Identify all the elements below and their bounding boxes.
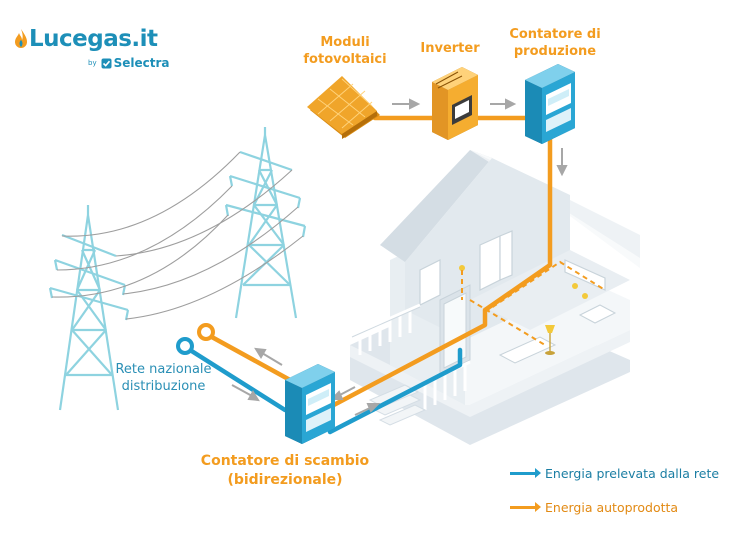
pylon-right-icon: [224, 127, 307, 319]
logo-brand-text: Lucegas.it: [29, 26, 158, 52]
label-inverter: Inverter: [420, 41, 480, 56]
label-modules: Moduli fotovoltaici: [303, 35, 387, 67]
logo-brand: Lucegas.it: [14, 26, 158, 52]
check-icon: [101, 58, 112, 68]
label-grid: Rete nazionale distribuzione: [115, 362, 212, 394]
logo-by-text: by: [88, 59, 97, 67]
pylon-left-icon: [48, 205, 130, 411]
legend-item-self-produced: Energia autoprodotta: [510, 500, 678, 515]
meter-icon: [525, 64, 575, 144]
arrow-icon: [231, 98, 568, 416]
legend-item-grid: Energia prelevata dalla rete: [510, 466, 719, 481]
logo-partner-text: Selectra: [113, 56, 170, 70]
inverter-icon: [432, 67, 478, 140]
legend-arrow-icon: [510, 502, 541, 512]
grid-connection-orange: [197, 323, 215, 341]
power-lines: [51, 151, 304, 320]
solar-panel-icon: [307, 76, 380, 139]
flame-icon: [15, 29, 27, 48]
logo: Lucegas.it by Selectra: [14, 26, 170, 70]
grid-connection-blue: [176, 337, 194, 355]
label-exchange-meter: Contatore di scambio (bidirezionale): [200, 453, 370, 488]
legend-arrow-icon: [510, 468, 541, 478]
logo-partner: by Selectra: [88, 56, 170, 70]
orange-dashed-line: [461, 260, 606, 346]
lamp-icon: [459, 265, 588, 299]
legend-label: Energia autoprodotta: [545, 500, 679, 515]
lamp-icon: [545, 325, 555, 355]
meter-icon: [285, 364, 335, 444]
house-icon: [350, 150, 640, 445]
legend-label: Energia prelevata dalla rete: [545, 466, 720, 481]
label-production-meter: Contatore di produzione: [509, 27, 601, 59]
